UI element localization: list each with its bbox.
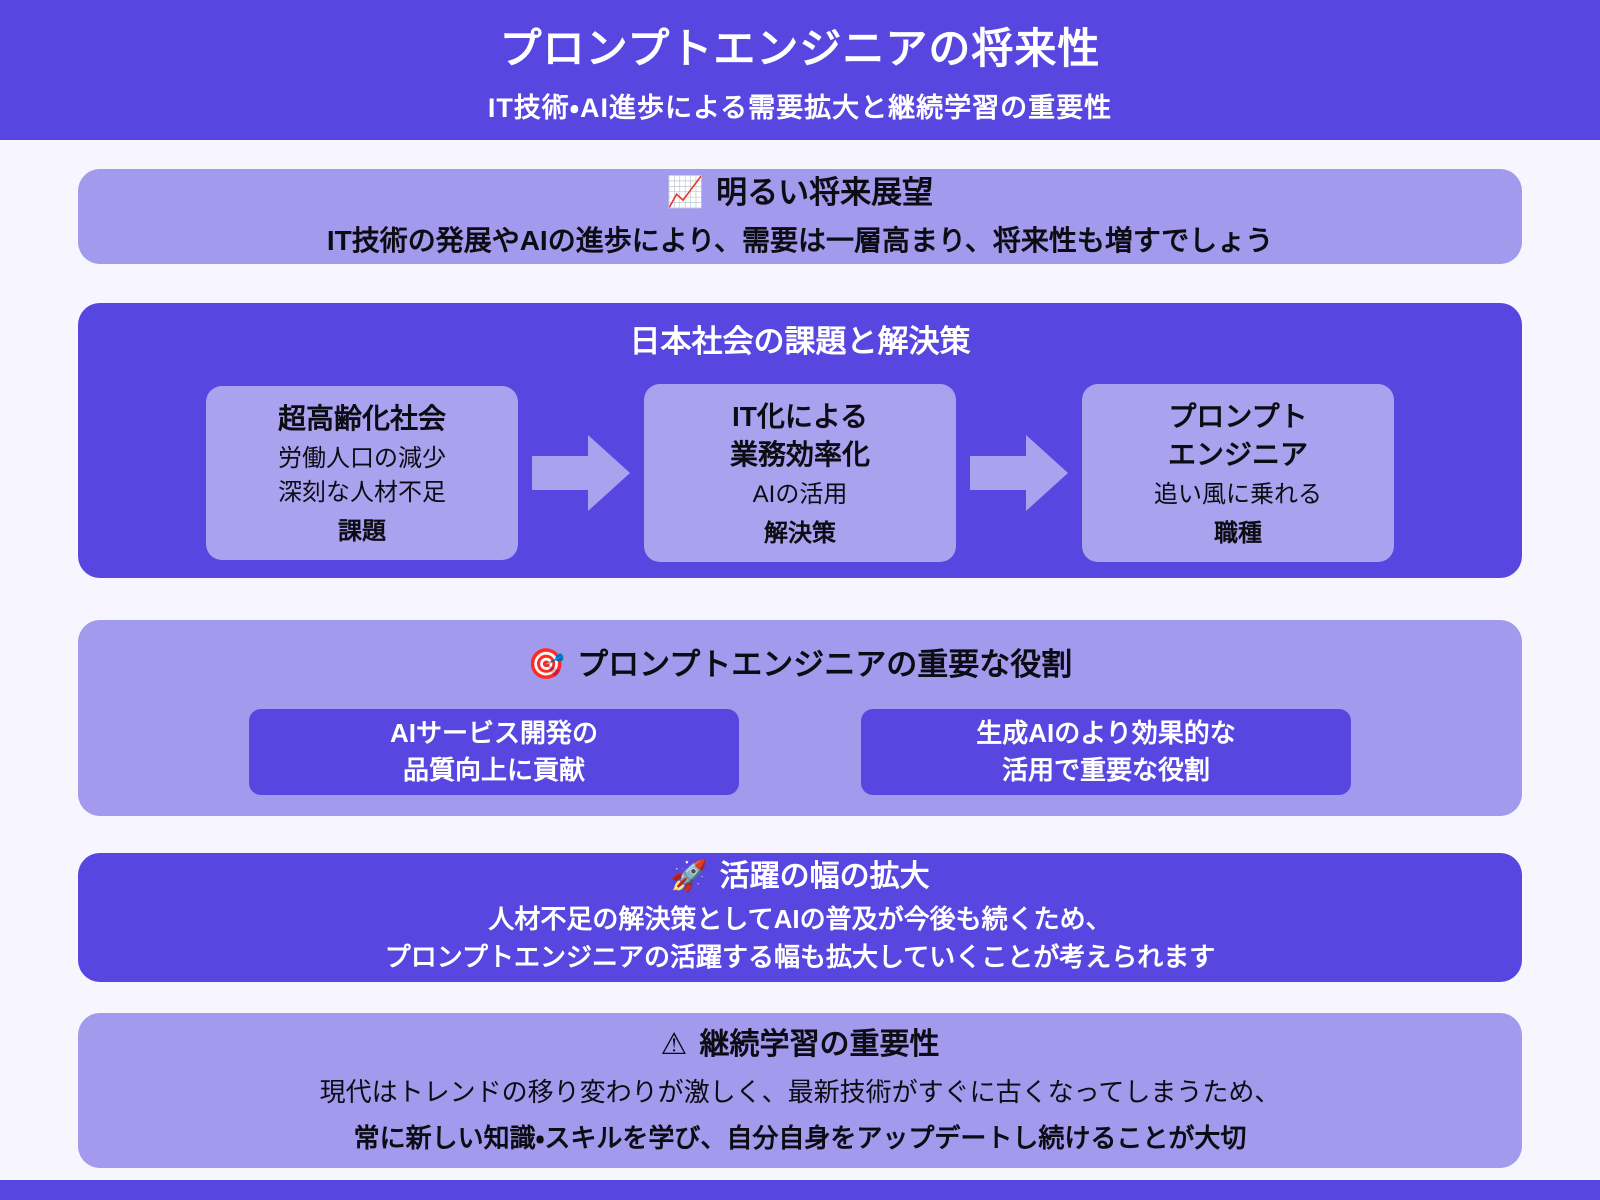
arrow-head [1026,435,1068,512]
page-title: プロンプトエンジニアの将来性 [499,25,1101,72]
arrow-head [588,435,630,512]
section-expansion-title: 活躍の幅の拡大 [719,859,930,893]
flow-step-body: 労働人口の減少 深刻な人材不足 [278,445,446,506]
section-outlook-title-row: 📈 明るい将来展望 [667,174,933,211]
section-learning-line2: 常に新しい知識・スキルを学び、自分自身をアップデートし続けることが大切 [353,1122,1247,1153]
footer-bar [0,1180,1600,1200]
section-society: 日本社会の課題と解決策 超高齢化社会 労働人口の減少 深刻な人材不足 課題 IT… [78,303,1522,578]
chart-increasing-icon: 📈 [666,175,705,209]
section-roles-title-row: 🎯 プロンプトエンジニアの重要な役割 [78,646,1522,683]
arrow-right-icon [970,435,1068,512]
role-card-genai: 生成AIのより効果的な 活用で重要な役割 [861,709,1351,796]
arrow-right-icon [532,435,630,512]
flow-step-tag: 課題 [338,518,386,546]
flow-step-solution: IT化による 業務効率化 AIの活用 解決策 [644,384,956,563]
section-learning-title-row: ⚠ 継続学習の重要性 [661,1027,940,1063]
section-expansion-body: 人材不足の解決策としてAIの普及が今後も続くため、 プロンプトエンジニアの活躍す… [384,903,1216,972]
flow-step-challenge: 超高齢化社会 労働人口の減少 深刻な人材不足 課題 [206,386,518,561]
section-roles-title: プロンプトエンジニアの重要な役割 [577,647,1073,682]
section-society-title: 日本社会の課題と解決策 [629,324,971,359]
flow-step-body: 追い風に乗れる [1154,480,1322,508]
section-expansion: 🚀 活躍の幅の拡大 人材不足の解決策としてAIの普及が今後も続くため、 プロンプ… [78,853,1522,982]
flow-step-tag: 解決策 [764,520,836,548]
page-subtitle: IT技術・AI進歩による需要拡大と継続学習の重要性 [487,93,1113,123]
flow-step-body: AIの活用 [752,480,848,508]
flow-step-heading: IT化による 業務効率化 [729,401,870,470]
section-outlook-title: 明るい将来展望 [716,174,934,210]
flow-diagram: 超高齢化社会 労働人口の減少 深刻な人材不足 課題 IT化による 業務効率化 A… [78,384,1522,563]
role-cards-row: AIサービス開発の 品質向上に貢献 生成AIのより効果的な 活用で重要な役割 [78,709,1522,796]
flow-step-tag: 職種 [1214,520,1262,548]
section-outlook: 📈 明るい将来展望 IT技術の発展やAIの進歩により、需要は一層高まり、将来性も… [78,169,1522,264]
header-banner: プロンプトエンジニアの将来性 IT技術・AI進歩による需要拡大と継続学習の重要性 [0,0,1600,140]
flow-step-occupation: プロンプト エンジニア 追い風に乗れる 職種 [1082,384,1394,563]
arrow-shaft [532,456,588,491]
flow-step-heading: 超高齢化社会 [277,403,446,435]
section-roles: 🎯 プロンプトエンジニアの重要な役割 AIサービス開発の 品質向上に貢献 生成A… [78,620,1522,816]
flow-step-heading: プロンプト エンジニア [1167,401,1308,470]
section-expansion-title-row: 🚀 活躍の幅の拡大 [670,859,929,895]
section-learning-title: 継続学習の重要性 [699,1027,940,1061]
rocket-icon: 🚀 [670,859,708,893]
section-learning-line1: 現代はトレンドの移り変わりが激しく、最新技術がすぐに古くなってしまうため、 [319,1076,1281,1107]
section-learning: ⚠ 継続学習の重要性 現代はトレンドの移り変わりが激しく、最新技術がすぐに古くな… [78,1013,1522,1168]
target-icon: 🎯 [527,647,566,681]
arrow-shaft [970,456,1026,491]
section-outlook-body: IT技術の発展やAIの進歩により、需要は一層高まり、将来性も増すでしょう [326,225,1274,257]
content-area: 📈 明るい将来展望 IT技術の発展やAIの進歩により、需要は一層高まり、将来性も… [0,140,1600,1168]
role-card-quality: AIサービス開発の 品質向上に貢献 [249,709,739,796]
warning-icon: ⚠ [660,1027,688,1061]
